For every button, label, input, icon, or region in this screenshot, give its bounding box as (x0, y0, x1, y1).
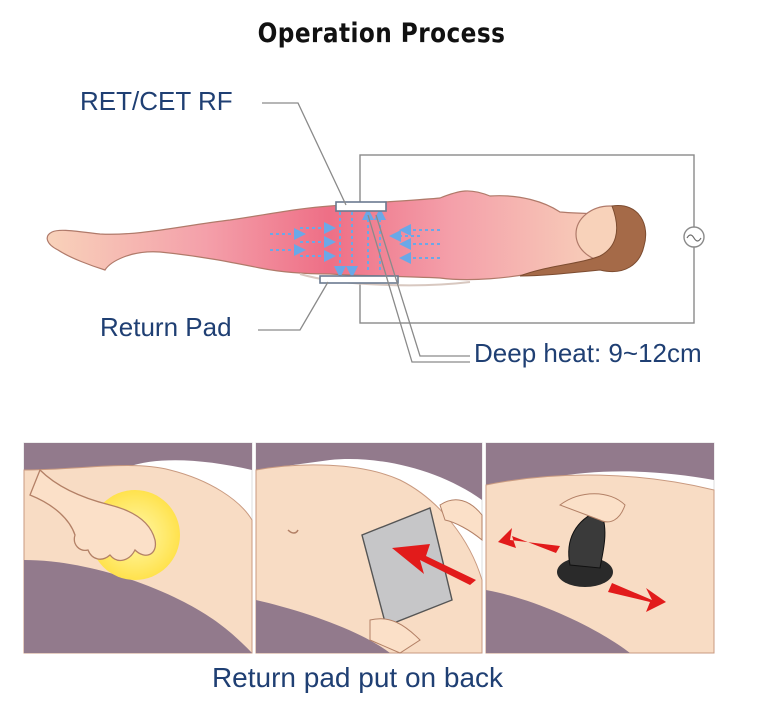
ac-source-icon (683, 226, 705, 248)
leader-lines (258, 102, 470, 363)
step-panel-1 (23, 442, 253, 654)
rf-handpiece-massage-icon (557, 493, 626, 587)
red-arrow-icon (392, 544, 476, 585)
heat-flow-arrows-icon (270, 208, 440, 278)
red-arrow-left-icon (498, 528, 560, 553)
steps-caption: Return pad put on back (211, 662, 504, 693)
step-panel-2 (255, 442, 483, 654)
hand-on-abdomen-icon (29, 468, 157, 562)
return-pad-label: Return Pad (100, 312, 232, 342)
return-pad-electrode (319, 275, 399, 284)
return-pad-placement-icon (361, 507, 453, 627)
patient-body-icon (46, 190, 647, 287)
handpiece-label: RET/CET RF (80, 86, 233, 116)
rf-electrode-top (335, 201, 387, 212)
deep-heat-label: Deep heat: 9~12cm (474, 338, 702, 368)
step-panel-3 (485, 442, 715, 654)
page-title: Operation Process (257, 18, 506, 49)
red-arrow-right-icon (608, 583, 666, 612)
